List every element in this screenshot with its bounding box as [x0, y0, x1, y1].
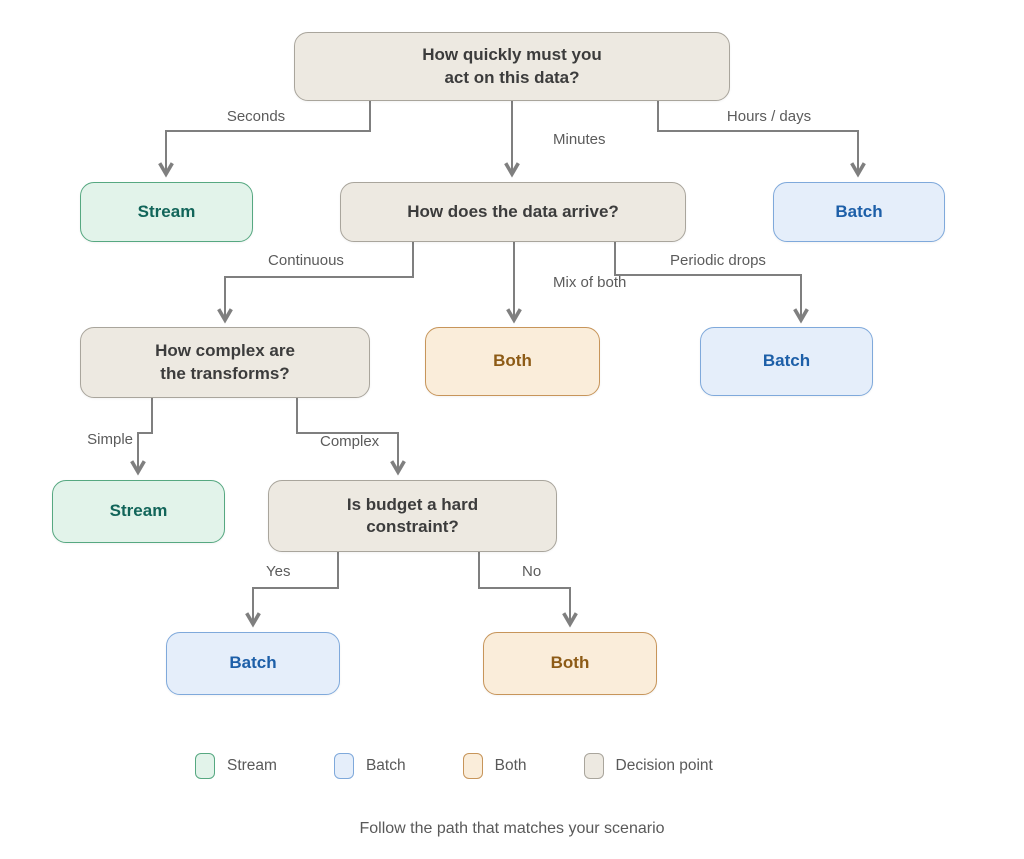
node-text: Stream: [109, 501, 168, 521]
node-text-line: the transforms?: [160, 363, 290, 383]
legend-item-batch: Batch: [333, 753, 406, 779]
node-text-line: How quickly must you: [422, 45, 602, 65]
node-text: Both: [493, 351, 532, 371]
diagram-caption: Follow the path that matches your scenar…: [359, 820, 665, 837]
node-question-speed: How quickly must you act on this data?: [294, 32, 730, 101]
node-text-line: Is budget a hard: [346, 494, 479, 514]
node-batch-budget: Batch: [166, 632, 340, 695]
node-text: Stream: [137, 201, 196, 221]
edge-label-no: No: [522, 563, 542, 580]
edge-periodic-drops: [614, 242, 809, 324]
node-stream-simple: Stream: [52, 480, 225, 543]
node-text: Batch: [835, 201, 883, 221]
edge-label-simple: Simple: [87, 431, 133, 448]
node-both-no-budget: Both: [483, 632, 657, 695]
stream-swatch-icon: [195, 753, 215, 779]
edge-simple: [130, 398, 153, 476]
edge-label-minutes: Minutes: [553, 131, 606, 148]
node-text: Both: [550, 653, 590, 673]
edge-no: [478, 552, 578, 628]
decision-point-swatch-icon: [583, 753, 604, 779]
node-text: Batch: [762, 351, 811, 371]
edge-label-yes: Yes: [266, 563, 291, 580]
edge-complex: [296, 398, 406, 476]
node-batch-hours: Batch: [773, 182, 945, 242]
node-text: How does the data arrive?: [407, 201, 619, 221]
batch-swatch-icon: [333, 753, 354, 779]
edge-yes: [245, 552, 339, 628]
legend-label: Decision point: [615, 757, 713, 774]
edge-seconds: [158, 101, 371, 178]
legend-label: Batch: [365, 757, 406, 774]
legend-item-decision-point: Decision point: [583, 753, 713, 779]
edge-label-seconds: Seconds: [226, 108, 286, 125]
edge-label-periodic-drops: Periodic drops: [670, 252, 766, 269]
node-stream-seconds: Stream: [80, 182, 253, 242]
legend-label: Both: [494, 757, 527, 774]
edge-hours-days: [657, 101, 866, 178]
edge-label-mix-of-both: Mix of both: [553, 274, 627, 291]
node-batch-periodic: Batch: [700, 327, 873, 396]
edge-label-hours-days: Hours / days: [726, 108, 812, 125]
node-text-line: constraint?: [366, 517, 459, 536]
node-question-budget: Is budget a hard constraint?: [268, 480, 557, 552]
legend-label: Stream: [227, 757, 277, 774]
node-question-complexity: How complex are the transforms?: [80, 327, 370, 398]
node-both-mixed: Both: [425, 327, 600, 396]
legend: Stream Batch Both Decision point: [195, 753, 713, 779]
node-text-line: How complex are: [155, 341, 295, 361]
edge-label-complex: Complex: [320, 433, 380, 450]
edge-label-continuous: Continuous: [268, 252, 344, 269]
edge-continuous: [217, 242, 414, 324]
node-text: Batch: [229, 653, 277, 673]
node-text-line: act on this data?: [444, 67, 580, 87]
legend-item-stream: Stream: [195, 753, 277, 779]
node-question-arrival: How does the data arrive?: [340, 182, 686, 242]
both-swatch-icon: [462, 753, 483, 779]
legend-item-both: Both: [462, 753, 527, 779]
